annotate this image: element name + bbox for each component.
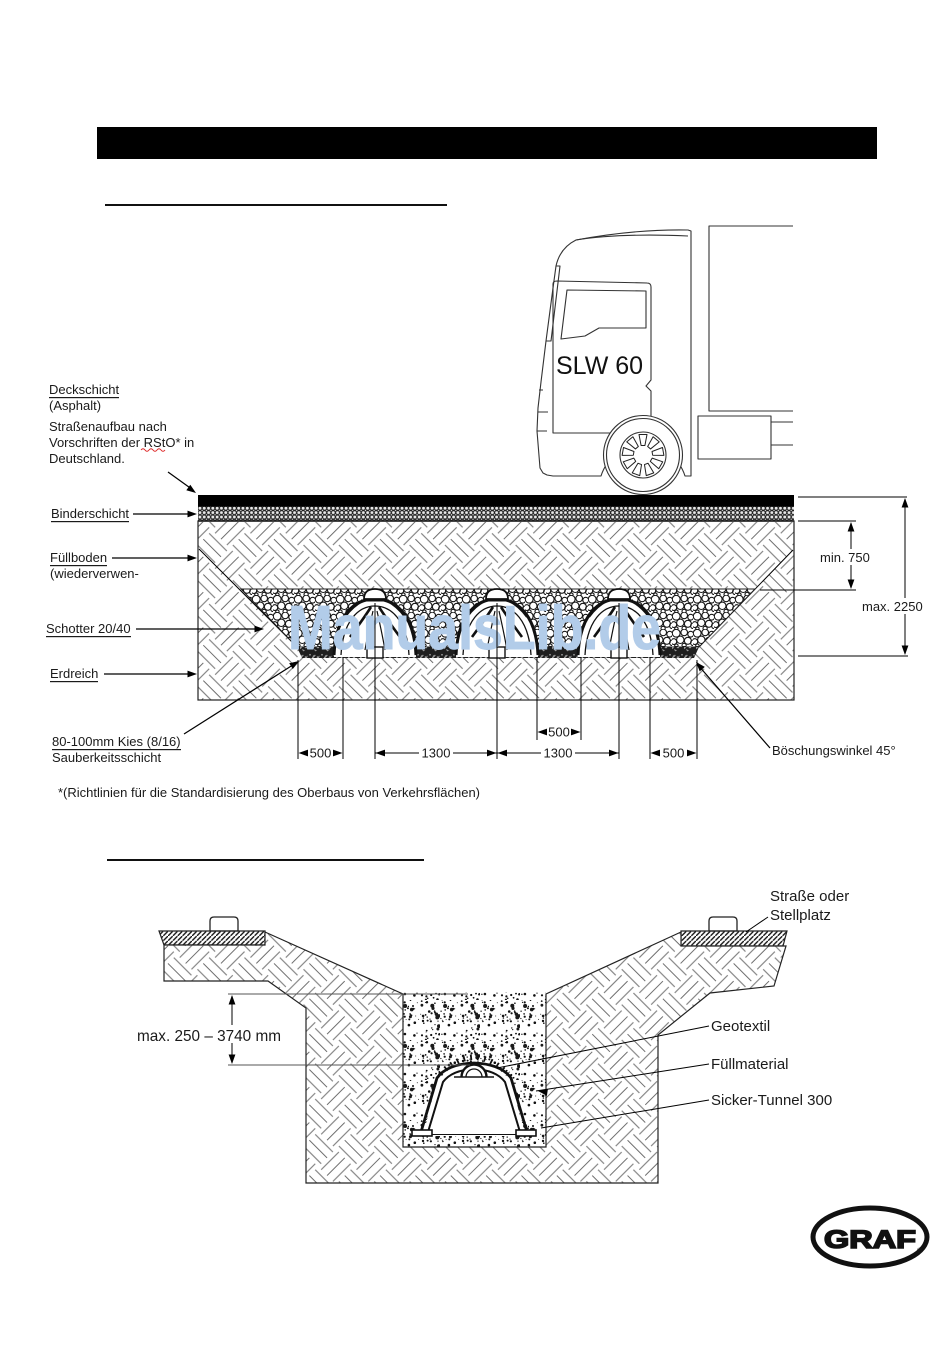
svg-text:Böschungswinkel 45°: Böschungswinkel 45° [772,743,896,758]
svg-text:(Asphalt): (Asphalt) [49,398,101,413]
svg-text:ManualsLib.de: ManualsLib.de [288,594,661,663]
svg-text:*(Richtlinien für die Standard: *(Richtlinien für die Standardisierung d… [58,785,480,800]
svg-text:Stellplatz: Stellplatz [770,907,831,924]
svg-text:500: 500 [310,746,332,761]
svg-text:Schotter 20/40: Schotter 20/40 [46,621,131,636]
svg-text:Füllboden: Füllboden [50,550,107,565]
svg-text:Binderschicht: Binderschicht [51,506,129,521]
svg-text:®: ® [917,1247,923,1255]
svg-text:min. 750: min. 750 [820,550,870,565]
svg-text:GRAF: GRAF [824,1226,916,1254]
svg-text:Deutschland.: Deutschland. [49,451,125,466]
svg-text:max. 250 – 3740 mm: max. 250 – 3740 mm [137,1028,281,1045]
svg-text:500: 500 [548,725,570,740]
svg-text:500: 500 [663,746,685,761]
svg-text:Füllmaterial: Füllmaterial [711,1056,789,1073]
svg-text:Erdreich: Erdreich [50,666,98,681]
svg-text:Straßenaufbau nach: Straßenaufbau nach [49,419,167,434]
svg-text:Deckschicht: Deckschicht [49,382,119,397]
svg-text:80-100mm Kies (8/16): 80-100mm Kies (8/16) [52,734,181,749]
svg-text:(wiederverwen-: (wiederverwen- [50,566,139,581]
svg-text:Sicker-Tunnel 300: Sicker-Tunnel 300 [711,1092,832,1109]
svg-text:SLW 60: SLW 60 [556,352,643,380]
svg-text:1300: 1300 [422,746,451,761]
svg-text:Straße oder: Straße oder [770,888,849,905]
svg-text:Vorschriften der RStO* in: Vorschriften der RStO* in [49,435,194,450]
svg-text:max. 2250: max. 2250 [862,599,923,614]
svg-text:1300: 1300 [544,746,573,761]
svg-text:Sauberkeitsschicht: Sauberkeitsschicht [52,750,161,765]
svg-text:Geotextil: Geotextil [711,1018,770,1035]
